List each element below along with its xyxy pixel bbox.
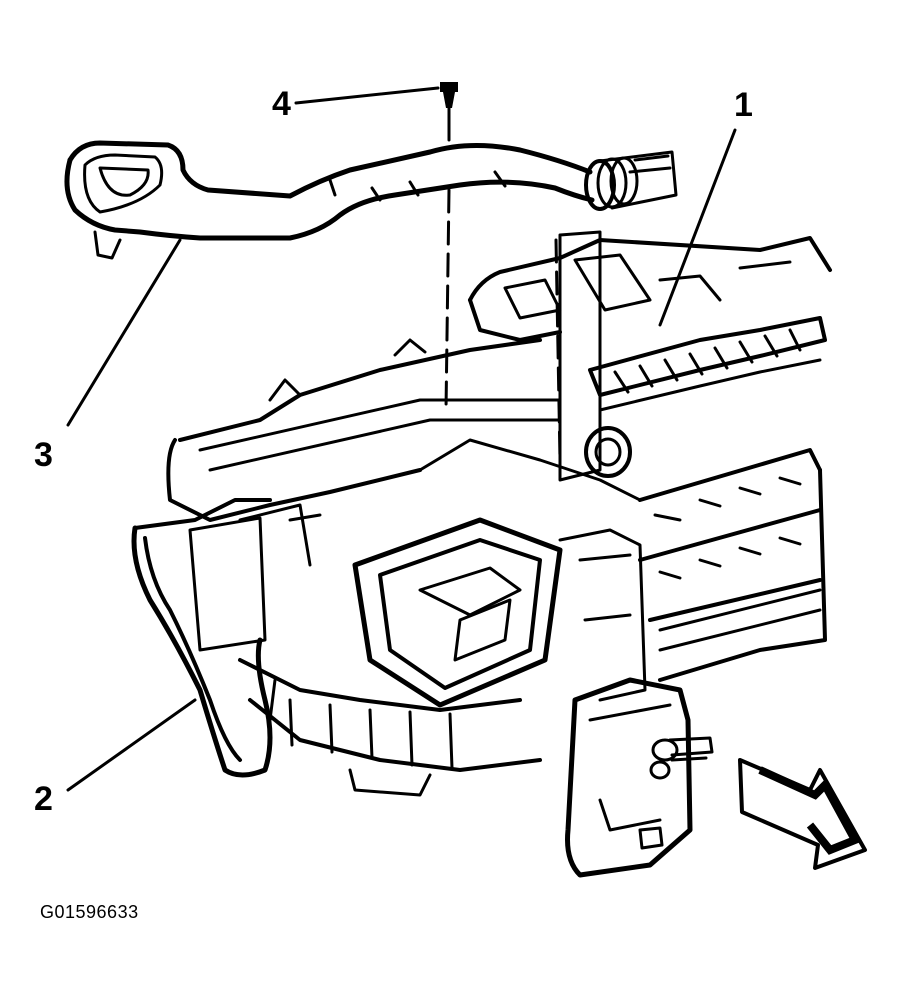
callout-2: 2	[34, 780, 53, 818]
callout-4: 4	[272, 85, 291, 123]
install-line-vertical	[444, 188, 451, 412]
heater-core-cover	[565, 677, 714, 878]
upper-housing	[468, 230, 832, 482]
figure-id: G01596633	[40, 902, 139, 922]
fastener-screw	[440, 82, 458, 142]
callout-3: 3	[34, 436, 53, 474]
side-duct	[131, 498, 322, 778]
blower-inlet	[352, 517, 563, 708]
main-housing	[166, 338, 827, 682]
duct-assembly	[64, 140, 678, 260]
view-direction-arrow	[738, 758, 867, 870]
duct-coupler	[584, 150, 678, 211]
callout-1: 1	[734, 86, 753, 124]
lower-housing	[238, 528, 647, 797]
leader-lines	[66, 86, 737, 792]
